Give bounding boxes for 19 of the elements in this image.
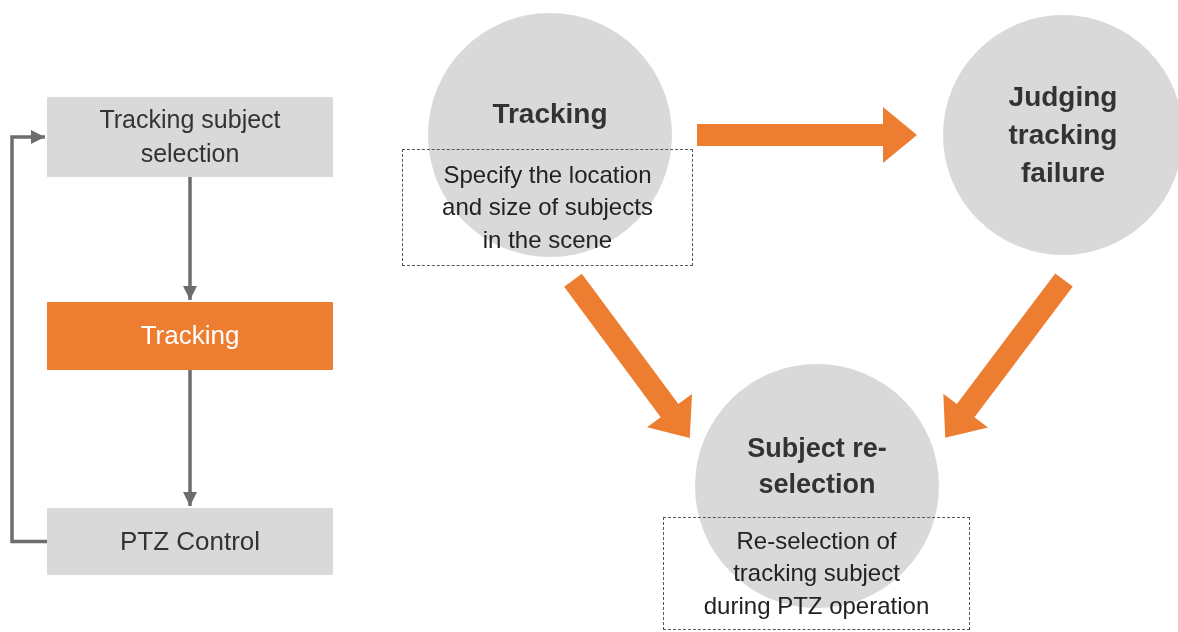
node-label: Tracking xyxy=(492,97,608,131)
arrow xyxy=(183,370,197,506)
node-label: Tracking subject selection xyxy=(98,104,282,169)
arrow xyxy=(564,273,693,438)
node-label: Specify the location and size of subjects in the scene xyxy=(441,159,654,255)
note-box xyxy=(402,149,693,266)
arrow xyxy=(183,177,197,300)
node-label: Tracking xyxy=(140,319,240,353)
process-box xyxy=(47,97,333,177)
process-box xyxy=(47,302,333,370)
arrow xyxy=(697,107,917,163)
note-box xyxy=(663,517,970,630)
node-label: PTZ Control xyxy=(119,524,261,558)
arrow xyxy=(943,273,1073,438)
process-box xyxy=(47,508,333,575)
node-label: Re-selection of tracking subject during PTZ operation xyxy=(702,525,931,621)
node-label: Judging tracking failure xyxy=(1007,80,1119,190)
node-label: Subject re-selection xyxy=(746,432,888,502)
arrow xyxy=(10,130,47,544)
